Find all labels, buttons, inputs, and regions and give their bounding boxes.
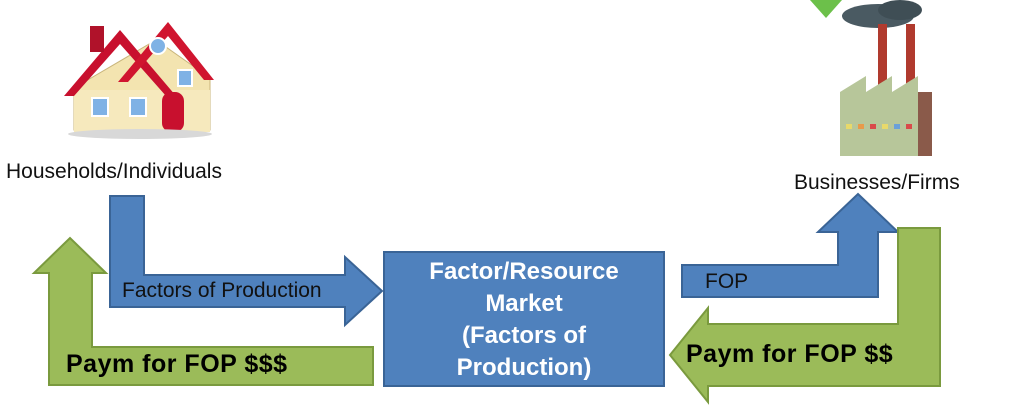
- businesses-label: Businesses/Firms: [794, 171, 960, 194]
- factory-icon: [810, 0, 932, 156]
- households-label: Households/Individuals: [6, 160, 222, 183]
- payment-to-households-arrow: [31, 236, 374, 386]
- fop-label: FOP: [705, 270, 749, 293]
- factors-of-production-arrow: [109, 195, 384, 328]
- fop-arrow: [681, 192, 901, 298]
- market-line-2: Market: [485, 290, 563, 317]
- factor-resource-market-box: [383, 251, 665, 387]
- market-line-1: Factor/Resource: [429, 258, 619, 285]
- payment-from-firms-arrow: [668, 227, 941, 405]
- market-line-4: Production): [456, 354, 592, 381]
- factors-of-production-label: Factors of Production: [122, 279, 322, 302]
- house-icon: [64, 22, 214, 139]
- payment-firms-label: Paym for FOP $$: [686, 340, 894, 368]
- market-title: Factor/Resource Market (Factors of Produ…: [384, 256, 664, 384]
- market-line-3: (Factors of: [461, 322, 586, 349]
- payment-households-label: Paym for FOP $$$: [66, 350, 288, 378]
